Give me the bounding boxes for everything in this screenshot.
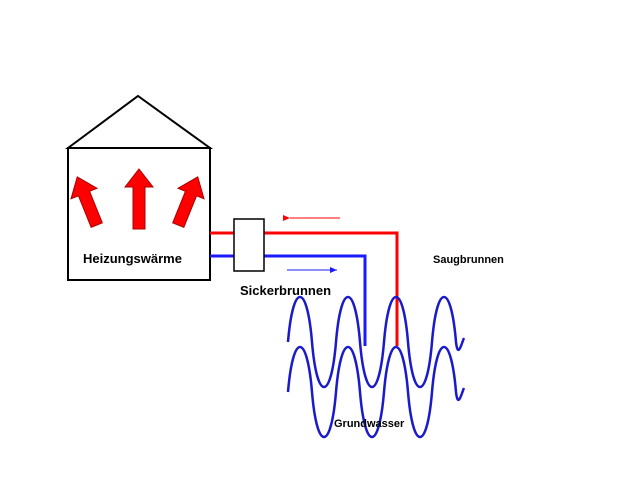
groundwater-label: Grundwasser (334, 418, 405, 430)
heat-arrows (70, 168, 205, 230)
groundwater-waves (286, 295, 466, 439)
heat-arrow-right-icon (172, 176, 205, 229)
saugbrunnen-label: Saugbrunnen (433, 254, 504, 266)
warm-pipe (210, 231, 399, 346)
heat-arrow-center-icon (123, 168, 155, 230)
sickerbrunnen-label: Sickerbrunnen (240, 283, 331, 298)
heat-arrow-left-icon (70, 176, 103, 229)
heat-exchanger-box-icon (233, 218, 265, 272)
heating-heat-label: Heizungswärme (83, 251, 182, 266)
upper-wave-icon (286, 295, 466, 389)
house-roof (64, 94, 214, 149)
lower-wave-icon (286, 345, 466, 439)
